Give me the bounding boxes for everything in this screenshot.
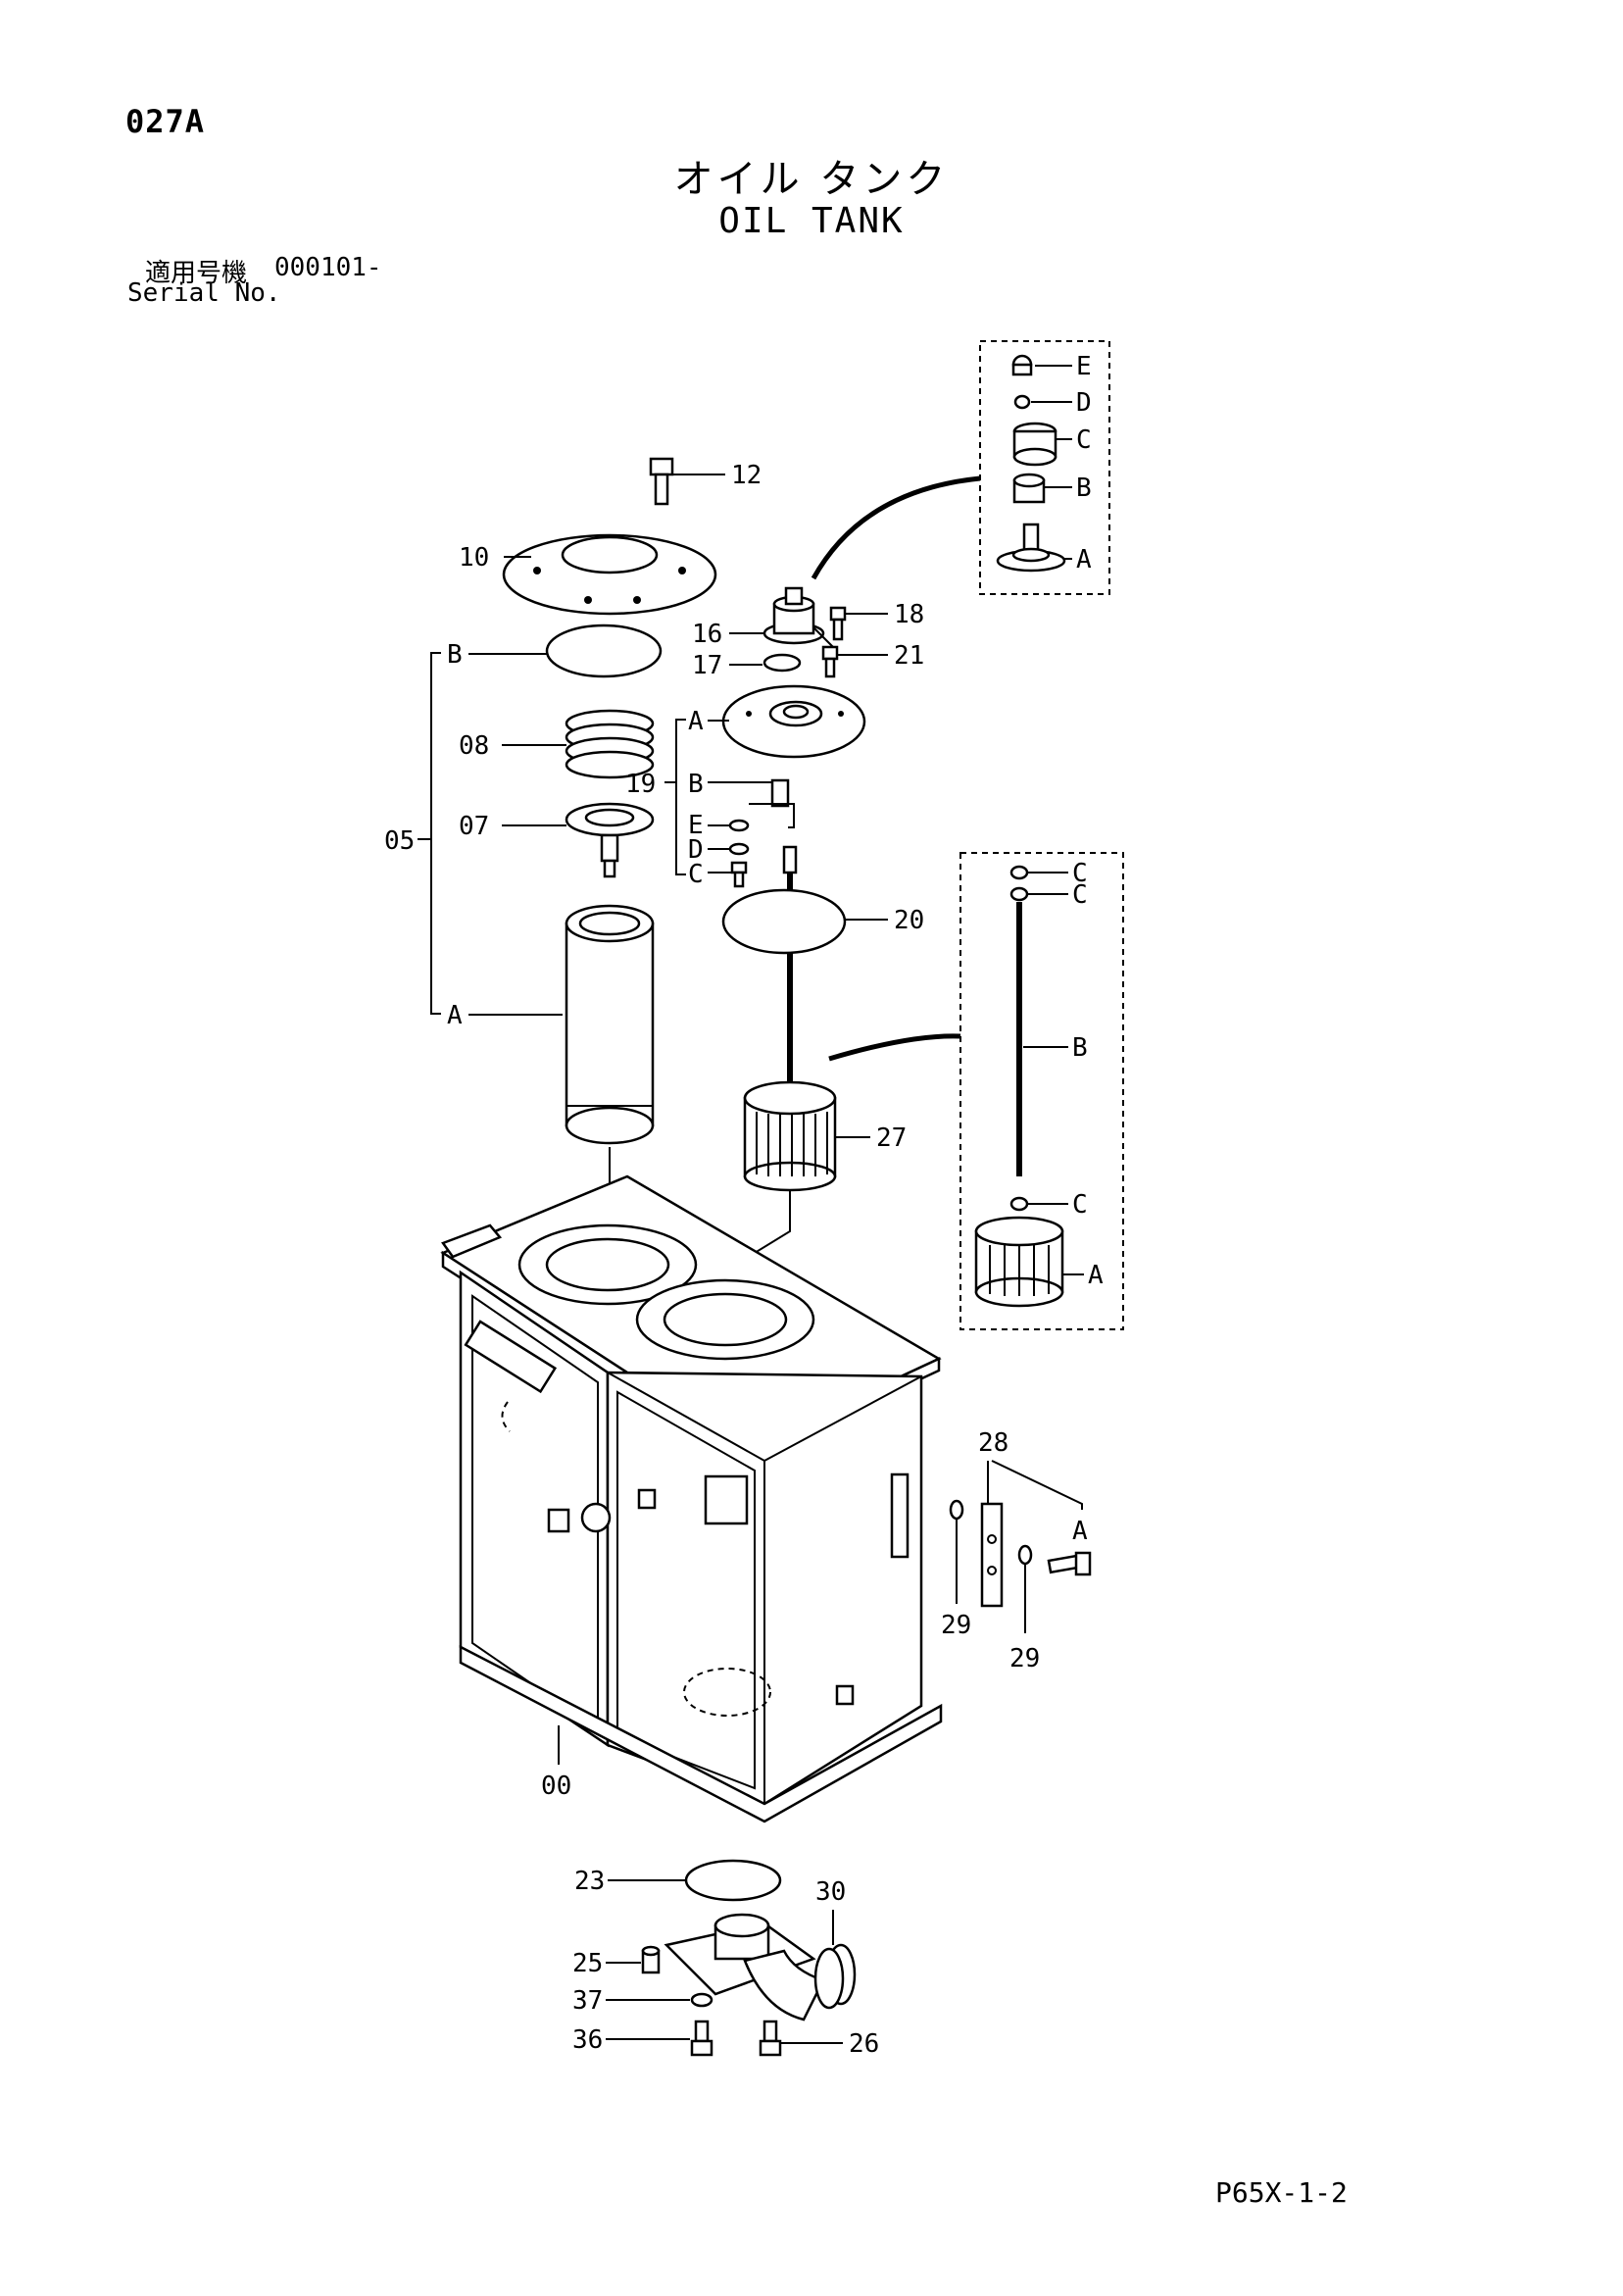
label-21: 21 (894, 641, 924, 671)
bolt-18 (829, 606, 847, 641)
label-box1-A: A (1076, 545, 1092, 574)
bolt-12 (649, 457, 674, 506)
label-28-A: A (1072, 1517, 1088, 1546)
washer-19-E (728, 819, 750, 832)
label-08: 08 (459, 731, 489, 761)
valve-07 (565, 802, 655, 878)
cover-19-A (721, 684, 866, 759)
o-ring-17 (762, 653, 802, 673)
label-19-B: B (688, 770, 704, 799)
label-box2-B: B (1072, 1033, 1088, 1063)
label-26: 26 (849, 2029, 879, 2059)
filter-element-05-A (565, 904, 655, 1145)
bolt-19-C (730, 861, 748, 888)
detail-box-27 (959, 852, 1124, 1330)
serial-label-jp: 適用号機 (145, 259, 248, 288)
detail-box-16 (979, 340, 1110, 595)
page-code: 027A (125, 103, 206, 140)
label-23: 23 (574, 1867, 605, 1896)
label-25: 25 (572, 1949, 603, 1978)
label-10: 10 (459, 543, 489, 573)
label-07: 07 (459, 812, 489, 841)
washer-29-b (1017, 1544, 1033, 1566)
bracket-19-B (749, 778, 795, 828)
serial-label-en: Serial No. (127, 278, 281, 308)
strainer-27 (743, 1080, 837, 1192)
label-box1-E: E (1076, 352, 1092, 381)
page-title-en: OIL TANK (718, 201, 905, 241)
label-box2-C1: C (1072, 859, 1088, 888)
label-19-A: A (688, 707, 704, 736)
label-05-B: B (447, 640, 463, 670)
label-19-E: E (688, 811, 704, 840)
label-12: 12 (731, 461, 762, 490)
label-29-b: 29 (1009, 1644, 1040, 1673)
label-29-a: 29 (941, 1611, 971, 1640)
label-37: 37 (572, 1986, 603, 2016)
bolt-36 (690, 2020, 713, 2057)
label-05-A: A (447, 1001, 463, 1030)
label-20: 20 (894, 906, 924, 935)
cover-plate-10 (502, 533, 717, 616)
label-16: 16 (692, 620, 722, 649)
serial-range: 000101- (274, 253, 382, 282)
label-18: 18 (894, 600, 924, 629)
label-box1-C: C (1076, 425, 1092, 455)
bolt-21 (821, 645, 839, 678)
detail-27-parts (974, 865, 1064, 1308)
document-code: P65X-1-2 (1215, 2176, 1348, 2209)
leader-16-to-box1 (811, 475, 981, 580)
label-box1-B: B (1076, 474, 1092, 503)
label-19: 19 (625, 770, 656, 799)
label-28: 28 (978, 1428, 1008, 1458)
rod-20-assembly (782, 845, 798, 1102)
oil-tank-00 (440, 1174, 943, 1823)
label-box2-A: A (1088, 1261, 1104, 1290)
washer-29-a (949, 1499, 964, 1521)
assembly-16 (762, 586, 834, 648)
suction-pipe-assembly (664, 1913, 857, 2021)
spring-08 (565, 709, 655, 779)
bolt-26 (759, 2020, 782, 2057)
label-00: 00 (541, 1772, 571, 1801)
detail-16-parts (996, 354, 1066, 573)
label-box1-D: D (1076, 388, 1092, 418)
label-30: 30 (815, 1877, 846, 1907)
bolt-28-A (1047, 1551, 1092, 1576)
washer-37 (690, 1992, 713, 2008)
o-ring-05-B (545, 624, 663, 678)
gasket-23 (684, 1859, 782, 1902)
page-title-jp: オイル タンク (673, 157, 950, 202)
label-36: 36 (572, 2025, 603, 2055)
label-box2-C3: C (1072, 1190, 1088, 1220)
label-05: 05 (384, 826, 415, 856)
washer-19-D (728, 842, 750, 856)
label-27: 27 (876, 1123, 907, 1153)
label-17: 17 (692, 651, 722, 680)
label-19-D: D (688, 835, 704, 865)
label-19-C: C (688, 860, 704, 889)
bracket-28 (980, 1502, 1004, 1608)
leader-27-to-box2 (828, 1033, 961, 1062)
plate-20 (721, 888, 847, 955)
plug-25 (641, 1945, 661, 1974)
label-box2-C2: C (1072, 880, 1088, 910)
